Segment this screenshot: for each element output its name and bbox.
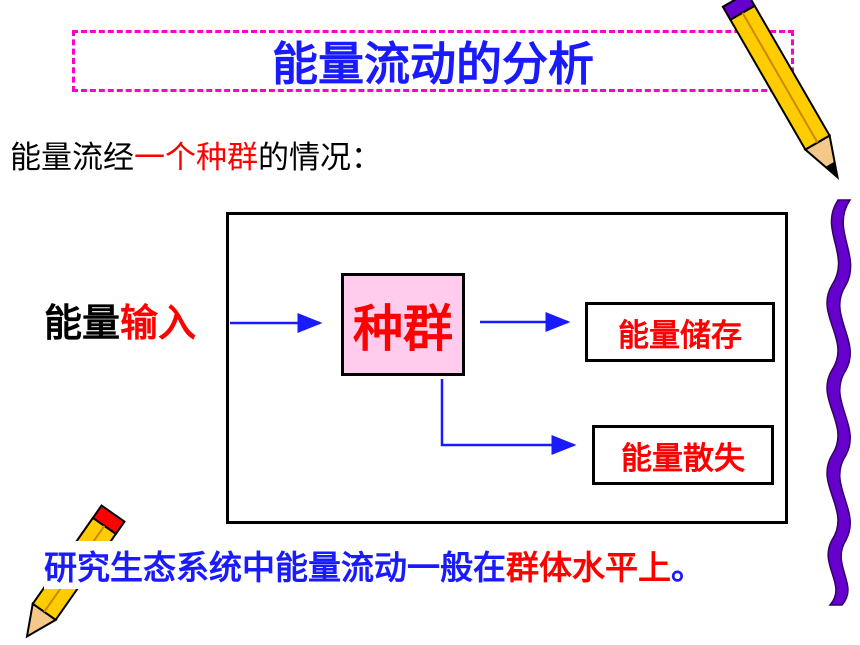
population-node: 种群 bbox=[341, 273, 465, 376]
conclusion-text-end: 。 bbox=[671, 548, 704, 587]
wavy-ribbon-icon bbox=[826, 199, 852, 606]
energy-dissipation-node: 能量散失 bbox=[592, 425, 774, 485]
page-title: 能量流动的分析 bbox=[272, 37, 594, 91]
pencil-icon bbox=[721, 0, 840, 180]
dissipation-arrow bbox=[440, 379, 577, 455]
energy-input-prefix: 能量 bbox=[44, 301, 121, 345]
conclusion-text-start: 研究生态系统中能量流动一般在 bbox=[44, 548, 506, 587]
conclusion-text: 研究生态系统中能量流动一般在群体水平上。 bbox=[44, 541, 704, 589]
subtitle-highlight: 一个种群 bbox=[134, 140, 258, 176]
subtitle-text: 能量流经 bbox=[10, 140, 134, 176]
energy-storage-node: 能量储存 bbox=[585, 302, 775, 362]
energy-input-label: 能量输入 bbox=[44, 292, 196, 347]
energy-input-highlight: 输入 bbox=[120, 301, 197, 345]
subtitle: 能量流经一个种群的情况： bbox=[10, 132, 382, 177]
subtitle-text-end: 的情况： bbox=[258, 140, 382, 176]
diagram-frame bbox=[226, 212, 788, 524]
title-banner-border bbox=[72, 30, 794, 92]
conclusion-highlight: 群体水平上 bbox=[506, 548, 671, 587]
